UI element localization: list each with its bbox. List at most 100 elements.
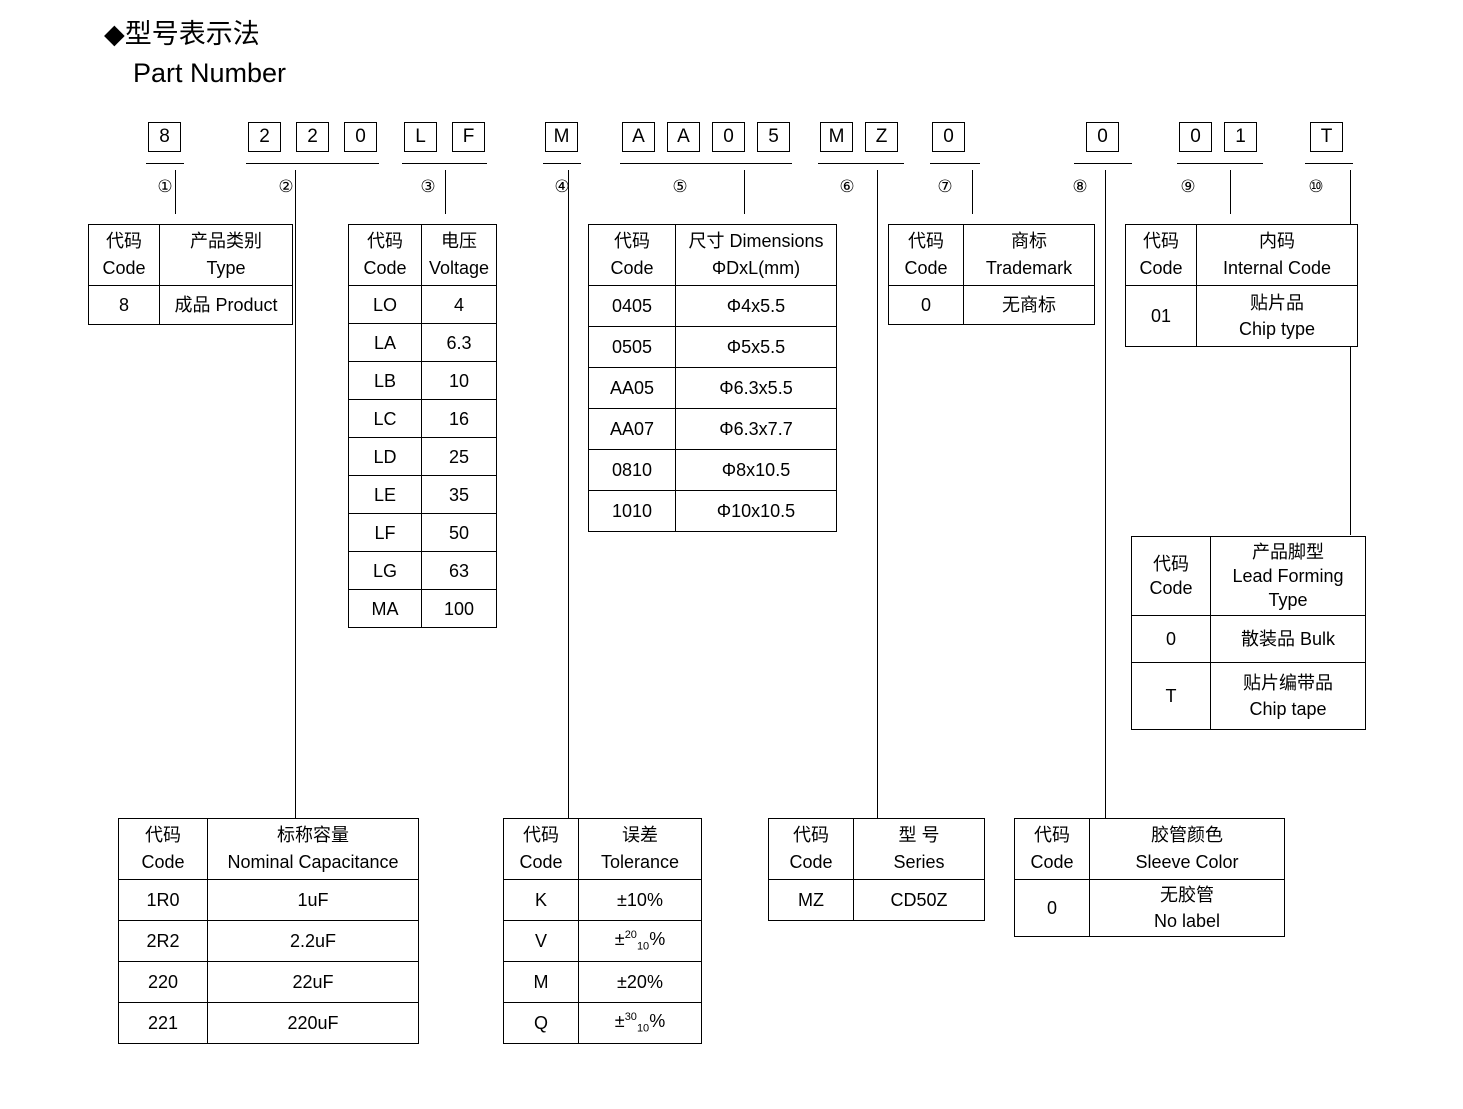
dimensions-code-cell: 1010: [588, 490, 676, 532]
lead-forming-value-header: 产品脚型 Lead Forming Type: [1210, 536, 1366, 616]
header-cn: 代码: [908, 231, 944, 251]
lead-forming-code-cell: T: [1131, 662, 1211, 730]
tolerance-value-cell: ±20%: [578, 961, 702, 1003]
connector-line-6: [877, 170, 878, 820]
header-cn: 代码: [106, 231, 142, 251]
header-en: Code: [789, 852, 833, 872]
pn-char: 2: [296, 122, 329, 152]
group-underline: [930, 163, 980, 164]
capacitance-value-cell: 22uF: [207, 961, 419, 1003]
pn-char: F: [452, 122, 485, 152]
table-row: 代码 Code 产品脚型 Lead Forming Type: [1131, 536, 1366, 616]
plus-minus-sign: ±: [614, 929, 625, 950]
value-en: No label: [1153, 911, 1221, 931]
series-value-header: 型 号 Series: [853, 818, 985, 880]
header-cn: 标称容量: [277, 825, 349, 845]
dimensions-value-cell: Φ4x5.5: [675, 285, 837, 327]
dimensions-value-cell: Φ6.3x5.5: [675, 367, 837, 409]
page-title-cn: ◆型号表示法: [104, 18, 260, 50]
header-en: Internal Code: [1222, 258, 1332, 278]
lead-forming-value-cell: 贴片编带品 Chip tape: [1210, 662, 1366, 730]
connector-line-8: [1105, 170, 1106, 820]
voltage-code-cell: LF: [348, 513, 422, 552]
voltage-value-cell: 63: [421, 551, 497, 590]
connector-line-10: [1350, 170, 1351, 535]
pn-char: 0: [932, 122, 965, 152]
capacitance-value-cell: 220uF: [207, 1002, 419, 1044]
header-cn: 误差: [622, 825, 658, 845]
group-underline: [1305, 163, 1353, 164]
trademark-value-cell: 无商标: [963, 285, 1095, 325]
header-en: Code: [610, 258, 654, 278]
voltage-code-cell: LC: [348, 399, 422, 438]
table-row: 代码 Code 产品类别 Type: [88, 224, 293, 286]
header-cn: 商标: [1011, 231, 1047, 251]
type-value-cell: 成品 Product: [159, 285, 293, 325]
voltage-code-cell: LA: [348, 323, 422, 362]
dimensions-code-cell: 0810: [588, 449, 676, 491]
header-en: ΦDxL(mm): [711, 258, 801, 278]
group-index-1: ①: [157, 177, 173, 196]
table-row: 代码 Code 电压 Voltage: [348, 224, 497, 286]
table-type: 代码 Code 产品类别 Type 8 成品 Product: [88, 224, 293, 325]
voltage-code-cell: LB: [348, 361, 422, 400]
header-en: Trademark: [985, 258, 1073, 278]
table-row: 01 贴片品 Chip type: [1125, 285, 1358, 347]
pn-char: 0: [1086, 122, 1119, 152]
pn-char: T: [1310, 122, 1343, 152]
table-row: K ±10%: [503, 879, 702, 921]
sleeve-color-value-cell: 无胶管 No label: [1089, 879, 1285, 937]
tolerance-value-cell: ±3010%: [578, 1002, 702, 1044]
type-code-header: 代码 Code: [88, 224, 160, 286]
table-row: T 贴片编带品 Chip tape: [1131, 662, 1366, 730]
voltage-value-cell: 35: [421, 475, 497, 514]
dimensions-code-cell: 0405: [588, 285, 676, 327]
dimensions-value-header: 尺寸 Dimensions ΦDxL(mm): [675, 224, 837, 286]
header-en: Code: [1149, 578, 1193, 598]
group-index-5: ⑤: [672, 177, 688, 196]
table-row: 代码 Code 尺寸 Dimensions ΦDxL(mm): [588, 224, 837, 286]
page-title-cn-text: 型号表示法: [124, 19, 260, 49]
tolerance-value-header: 误差 Tolerance: [578, 818, 702, 880]
header-en: Type: [206, 258, 246, 278]
header-en: Lead Forming: [1232, 566, 1344, 586]
header-cn: 代码: [1143, 231, 1179, 251]
header-cn: 代码: [1153, 554, 1189, 574]
tolerance-code-cell: M: [503, 961, 579, 1003]
internal-code-code-cell: 01: [1125, 285, 1197, 347]
pn-char: 0: [344, 122, 377, 152]
connector-line-9: [1230, 170, 1231, 214]
voltage-value-cell: 4: [421, 285, 497, 324]
table-series: 代码 Code 型 号 Series MZ CD50Z: [768, 818, 985, 921]
tolerance-upper: 30: [624, 1011, 637, 1024]
capacitance-code-cell: 2R2: [118, 920, 208, 962]
pn-char: 2: [248, 122, 281, 152]
group-underline: [818, 163, 904, 164]
header-en: Voltage: [428, 258, 490, 278]
plus-minus-sign: ±: [614, 1011, 625, 1032]
table-row: 8 成品 Product: [88, 285, 293, 325]
tolerance-code-cell: K: [503, 879, 579, 921]
dimensions-code-header: 代码 Code: [588, 224, 676, 286]
connector-line-3: [445, 170, 446, 214]
group-underline: [1177, 163, 1263, 164]
voltage-value-cell: 50: [421, 513, 497, 552]
trademark-code-header: 代码 Code: [888, 224, 964, 286]
dimensions-value-cell: Φ6.3x7.7: [675, 408, 837, 450]
lead-forming-value-cell: 散装品 Bulk: [1210, 615, 1366, 663]
pn-char: 8: [148, 122, 181, 152]
header-cn: 代码: [614, 231, 650, 251]
group-index-8: ⑧: [1072, 177, 1088, 196]
table-row: V ±2010%: [503, 920, 702, 962]
table-trademark: 代码 Code 商标 Trademark 0 无商标: [888, 224, 1095, 325]
header-en: Code: [363, 258, 407, 278]
